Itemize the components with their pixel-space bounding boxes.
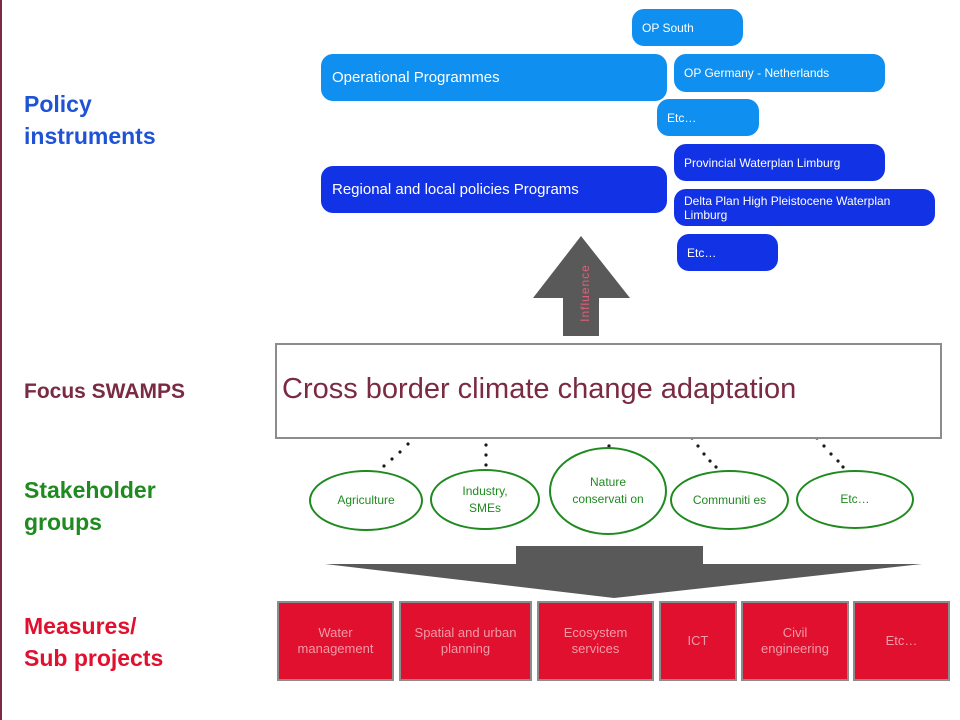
left-border-line [0, 0, 2, 720]
op-germany-netherlands-box: OP Germany - Netherlands [674, 54, 885, 92]
connector-dot [406, 442, 410, 446]
measure-spatial-urban-planning: Spatial and urban planning [399, 601, 532, 681]
focus-title: Cross border climate change adaptation [282, 373, 797, 405]
op-south-box: OP South [632, 9, 743, 46]
connector-dot [382, 464, 386, 468]
operational-programmes-text: Operational Programmes [332, 69, 500, 86]
stakeholder-nature-conservation: Nature conservati on [549, 447, 667, 535]
measure-water-management-text: Water management [297, 625, 374, 656]
measures-label: Measures/ Sub projects [24, 613, 164, 671]
connector-dot [841, 465, 845, 469]
stakeholder-groups-label: Stakeholder groups [24, 477, 156, 535]
connector-dot [822, 444, 826, 448]
measure-civil-engineering: Civil engineering [741, 601, 849, 681]
stakeholder-agriculture-text: Agriculture [337, 493, 395, 507]
stakeholder-etc-text: Etc… [840, 492, 870, 506]
connector-dot [398, 450, 402, 454]
regional-local-programs-text: Regional and local policies Programs [332, 181, 579, 198]
measure-civil-engineering-text: Civil engineering [761, 625, 829, 656]
regional-etc-box: Etc… [677, 234, 778, 271]
stakeholder-etc: Etc… [796, 470, 914, 529]
provincial-waterplan-text: Provincial Waterplan Limburg [684, 155, 841, 170]
connector-dot [484, 453, 488, 457]
focus-box [275, 343, 942, 439]
op-etc-box: Etc… [657, 99, 759, 136]
delta-plan-box: Delta Plan High Pleistocene Waterplan Li… [674, 189, 935, 226]
measure-ict-text: ICT [687, 633, 709, 648]
op-south-text: OP South [642, 20, 694, 35]
connector-dot [484, 443, 488, 447]
connector-dot [390, 457, 394, 461]
measure-ict: ICT [659, 601, 737, 681]
stakeholder-communities: Communiti es [670, 470, 789, 530]
provincial-waterplan-box: Provincial Waterplan Limburg [674, 144, 885, 181]
measure-etc: Etc… [853, 601, 950, 681]
measure-ecosystem-services: Ecosystem services [537, 601, 654, 681]
measure-water-management: Water management [277, 601, 394, 681]
influence-label: Influence [578, 264, 592, 322]
measure-ecosystem-services-text: Ecosystem services [563, 625, 628, 656]
stakeholder-industry-smes-text: Industry, SMEs [462, 483, 508, 515]
op-etc-text: Etc… [667, 110, 697, 125]
connector-dot [696, 444, 700, 448]
connector-dot [714, 465, 718, 469]
measures-funnel-arrow [325, 546, 922, 598]
measure-spatial-urban-planning-text: Spatial and urban planning [414, 625, 517, 656]
stakeholder-industry-smes: Industry, SMEs [430, 469, 540, 530]
connector-dot [829, 452, 833, 456]
regional-etc-text: Etc… [687, 245, 717, 260]
connector-dot [484, 463, 488, 467]
connector-dot [708, 459, 712, 463]
op-germany-netherlands-text: OP Germany - Netherlands [684, 66, 830, 80]
regional-local-programs-box: Regional and local policies Programs [321, 166, 667, 213]
policy-instruments-label: Policy instruments [24, 91, 156, 149]
stakeholder-communities-text: Communiti es [692, 492, 767, 507]
connector-dot [702, 452, 706, 456]
stakeholder-nature-conservation-text: Nature conservati on [572, 475, 644, 506]
connector-dot [607, 444, 611, 448]
influence-arrow [533, 236, 630, 336]
focus-swamps-label: Focus SWAMPS [24, 380, 186, 403]
connector-dot [836, 459, 840, 463]
measure-etc-text: Etc… [885, 633, 918, 648]
operational-programmes-box: Operational Programmes [321, 54, 667, 101]
stakeholder-agriculture: Agriculture [309, 470, 423, 531]
delta-plan-text: Delta Plan High Pleistocene Waterplan Li… [684, 193, 891, 222]
